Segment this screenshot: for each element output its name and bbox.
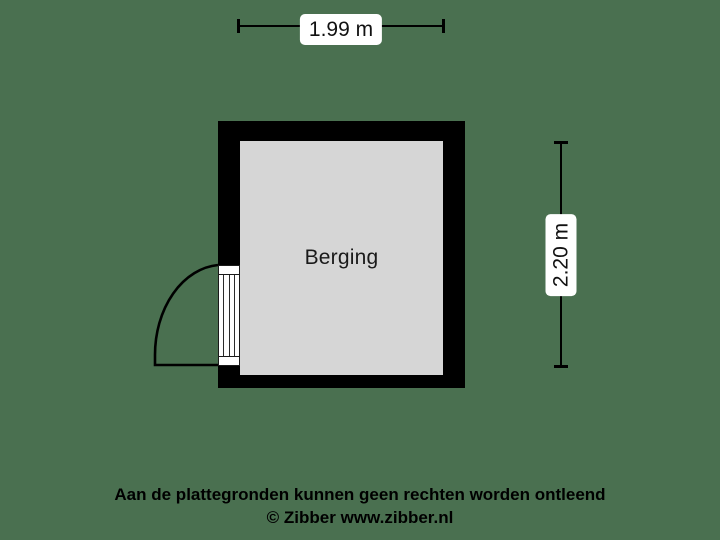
dimension-tick-top <box>554 141 568 144</box>
copyright-text: © Zibber www.zibber.nl <box>266 508 454 527</box>
room-berging: Berging <box>218 121 465 388</box>
door-swing-icon <box>140 255 265 380</box>
room-label: Berging <box>304 246 379 269</box>
footer-disclaimer: Aan de plattegronden kunnen geen rechten… <box>0 483 720 529</box>
door-pane-line <box>234 274 235 357</box>
dimension-label-height: 2.20 m <box>545 213 577 297</box>
dimension-tick-left <box>237 19 240 33</box>
door-leaf <box>218 265 240 366</box>
door-jamb-bottom <box>218 356 240 366</box>
room-floor-fill <box>240 141 443 375</box>
dimension-tick-right <box>442 19 445 33</box>
door-pane-line <box>223 274 224 357</box>
door-jamb-top <box>218 265 240 275</box>
door-arc <box>153 263 220 367</box>
disclaimer-text: Aan de plattegronden kunnen geen rechten… <box>114 485 606 504</box>
dimension-label-width: 1.99 m <box>299 14 383 45</box>
dimension-tick-bottom <box>554 365 568 368</box>
door-pane-line <box>229 274 230 357</box>
